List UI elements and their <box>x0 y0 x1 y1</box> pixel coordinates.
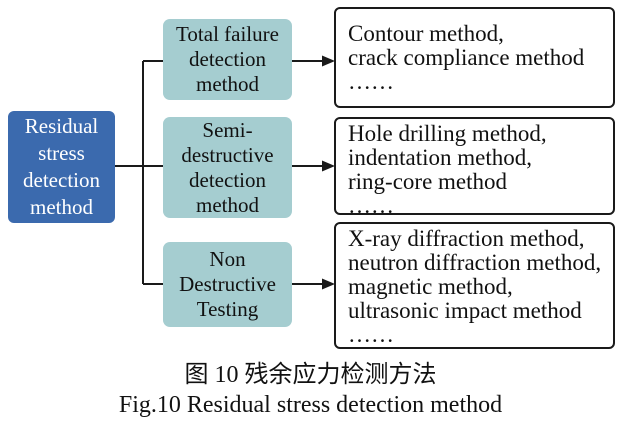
category-label-line: destructive <box>181 142 274 167</box>
root-node-line: Residual <box>24 114 99 138</box>
category-label-line: detection <box>189 167 266 192</box>
methods-box-non-destructive: X-ray diffraction method, neutron diffra… <box>334 222 615 349</box>
caption-en: Fig.10 Residual stress detection method <box>118 392 503 418</box>
method-line: Contour method, <box>348 21 504 46</box>
category-label-line: method <box>196 192 259 217</box>
method-line: …… <box>348 322 394 347</box>
method-line: neutron diffraction method, <box>348 250 602 275</box>
method-line: ring-core method <box>348 169 508 194</box>
method-line: crack compliance method <box>348 45 585 70</box>
category-node-semi-destructive: Semi- destructive detection method <box>163 117 292 218</box>
category-label-line: Destructive <box>179 272 276 296</box>
root-node-line: stress <box>38 141 85 165</box>
root-node-line: method <box>30 195 93 219</box>
methods-box-semi-destructive: Hole drilling method, indentation method… <box>334 117 615 215</box>
category-label-line: method <box>196 72 259 96</box>
method-line: ultrasonic impact method <box>348 298 582 323</box>
category-label-line: Non <box>209 247 246 271</box>
arrow-right-icon <box>292 55 335 67</box>
category-label-line: Semi- <box>202 117 253 142</box>
method-line: X-ray diffraction method, <box>348 226 585 251</box>
methods-box-total-failure: Contour method, crack compliance method … <box>334 7 615 108</box>
method-line: magnetic method, <box>348 274 513 299</box>
root-node-line: detection <box>23 168 100 192</box>
caption-zh: 图 10 残余应力检测方法 <box>184 362 437 388</box>
category-label-line: Testing <box>196 297 259 321</box>
method-line: …… <box>348 69 394 94</box>
method-line: Hole drilling method, <box>348 121 547 146</box>
category-node-non-destructive: Non Destructive Testing <box>163 242 292 327</box>
category-node-total-failure: Total failure detection method <box>163 19 292 100</box>
method-line: indentation method, <box>348 145 532 170</box>
method-line: …… <box>348 193 394 215</box>
root-node-residual-stress: Residual stress detection method <box>8 111 115 223</box>
arrow-right-icon <box>292 160 335 172</box>
arrow-right-icon <box>292 278 335 290</box>
category-label-line: detection <box>189 47 266 71</box>
category-label-line: Total failure <box>176 22 279 46</box>
